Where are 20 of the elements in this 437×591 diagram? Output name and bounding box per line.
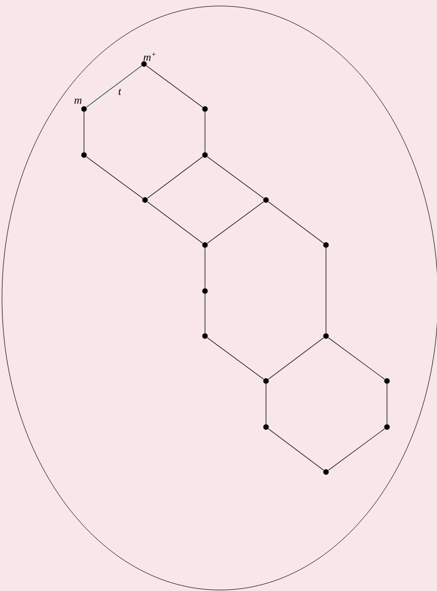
edge-line [268,201,324,244]
edge-line [147,201,203,244]
edge-line [268,428,324,471]
edge-line [204,112,206,152]
edge-line [207,201,264,244]
vertex-label: m [74,98,82,104]
edge-line [204,248,206,288]
edge-line [207,156,264,199]
edge-line [328,337,385,380]
edge-line [204,294,206,334]
edge-line [86,65,142,108]
edge-line [207,337,264,380]
vertex-label: m$^{+}$ [144,52,156,61]
edge-line [386,384,388,424]
edge-line [147,156,203,199]
edge-line [146,65,203,108]
edge-line [328,428,385,471]
edge-label: t [118,88,122,95]
edge-line [268,337,324,380]
edge-line [86,156,143,199]
